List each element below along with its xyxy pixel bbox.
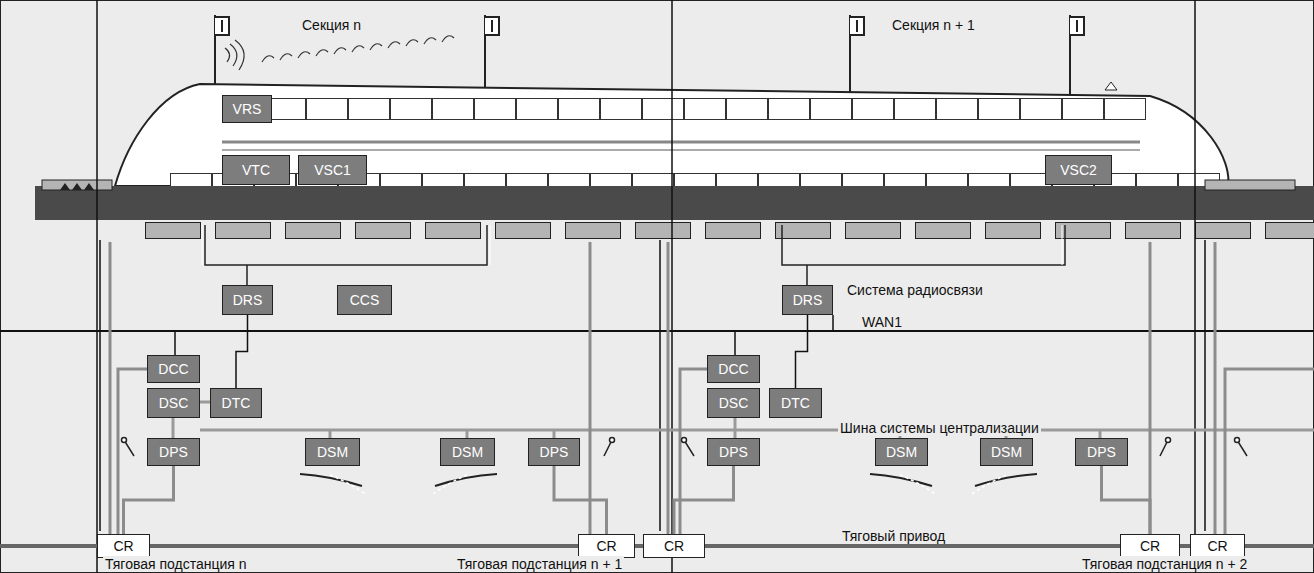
track-switch — [300, 474, 1037, 486]
unit-name: VTC — [242, 162, 270, 178]
control-unit-box: DSM — [980, 438, 1033, 466]
connector — [554, 466, 607, 534]
vehicle-section-row — [222, 98, 1146, 120]
wan-line — [0, 330, 1314, 332]
unit-name: CR — [664, 538, 684, 554]
control-unit-box: DPS — [1075, 438, 1128, 466]
converter-box: CR — [643, 534, 705, 558]
guideway-end — [42, 180, 112, 190]
caption-label: Тяговая подстанция n — [103, 556, 249, 572]
control-unit-box: DSM — [875, 438, 928, 466]
vehicle-bus — [222, 141, 1140, 144]
caption-label: Тяговая подстанция n + 1 — [455, 556, 624, 572]
unit-name: CR — [596, 538, 616, 554]
antenna — [1105, 82, 1117, 90]
converter-box: CR — [97, 534, 150, 558]
stator-segments — [145, 222, 1314, 242]
section-boundary — [97, 0, 1195, 573]
control-unit-box: DPS — [147, 438, 200, 466]
control-unit-box: CCS — [337, 285, 392, 315]
unit-name: DPS — [540, 444, 569, 460]
unit-name: DSM — [991, 444, 1022, 460]
control-unit-box: VSC2 — [1045, 155, 1112, 185]
guideway — [35, 186, 1314, 220]
power-feeder — [110, 242, 1314, 534]
caption-label: Секция n + 1 — [890, 17, 977, 33]
wan-link — [100, 240, 1205, 531]
connector — [1102, 466, 1151, 534]
caption-label: Тяговый привод — [840, 528, 947, 544]
unit-name: CR — [113, 538, 133, 554]
unit-name: VSC1 — [314, 162, 351, 178]
converter-box: CR — [1190, 534, 1245, 558]
caption-label: Тяговая подстанция n + 2 — [1080, 556, 1249, 572]
unit-name: DPS — [1087, 444, 1116, 460]
unit-name: VSC2 — [1060, 162, 1097, 178]
unit-name: DCC — [718, 361, 748, 377]
control-unit-box: DCC — [147, 355, 200, 383]
unit-name: DTC — [222, 395, 251, 411]
unit-name: DRS — [793, 292, 823, 308]
vehicle-bus — [222, 149, 1140, 151]
unit-name: CCS — [350, 292, 380, 308]
control-unit-box: VTC — [222, 155, 290, 185]
connector — [236, 315, 248, 388]
track-switch — [330, 475, 1006, 494]
unit-name: DPS — [159, 444, 188, 460]
connector — [674, 466, 734, 534]
caption-label: Шина системы централизации — [838, 420, 1041, 436]
unit-name: DTC — [781, 395, 810, 411]
converter-box: CR — [578, 534, 635, 558]
support — [60, 183, 94, 190]
unit-name: DRS — [233, 292, 263, 308]
unit-name: CR — [1207, 538, 1227, 554]
control-unit-box: VSC1 — [298, 155, 367, 185]
control-unit-box: DSM — [440, 438, 495, 466]
unit-name: CR — [1140, 538, 1160, 554]
caption-label: Секция n — [300, 17, 363, 33]
caption-label: WAN1 — [860, 314, 904, 330]
unit-name: VRS — [233, 101, 262, 117]
connector — [124, 466, 174, 534]
unit-name: DSM — [886, 444, 917, 460]
control-unit-box: DSC — [147, 388, 200, 418]
control-unit-box: VRS — [222, 95, 272, 123]
control-unit-box: DTC — [210, 388, 262, 418]
control-unit-box: DRS — [782, 285, 833, 315]
converter-box: CR — [1120, 534, 1180, 558]
control-unit-box: DTC — [769, 388, 822, 418]
control-unit-box: DSM — [305, 438, 360, 466]
unit-name: DSC — [719, 395, 749, 411]
control-unit-box: DSC — [707, 388, 760, 418]
unit-name: DSM — [452, 444, 483, 460]
control-unit-box: DRS — [222, 285, 273, 315]
control-unit-box: DCC — [707, 355, 760, 383]
unit-name: DPS — [719, 444, 748, 460]
feeder — [202, 225, 1065, 285]
guideway-end — [1205, 180, 1295, 190]
caption-label: Система радиосвязи — [845, 282, 985, 298]
unit-name: DSM — [317, 444, 348, 460]
control-unit-box: DPS — [707, 438, 760, 466]
unit-name: DCC — [158, 361, 188, 377]
control-unit-box: DPS — [528, 438, 580, 466]
connector — [796, 315, 808, 388]
unit-name: DSC — [159, 395, 189, 411]
radio-waves — [225, 36, 454, 70]
